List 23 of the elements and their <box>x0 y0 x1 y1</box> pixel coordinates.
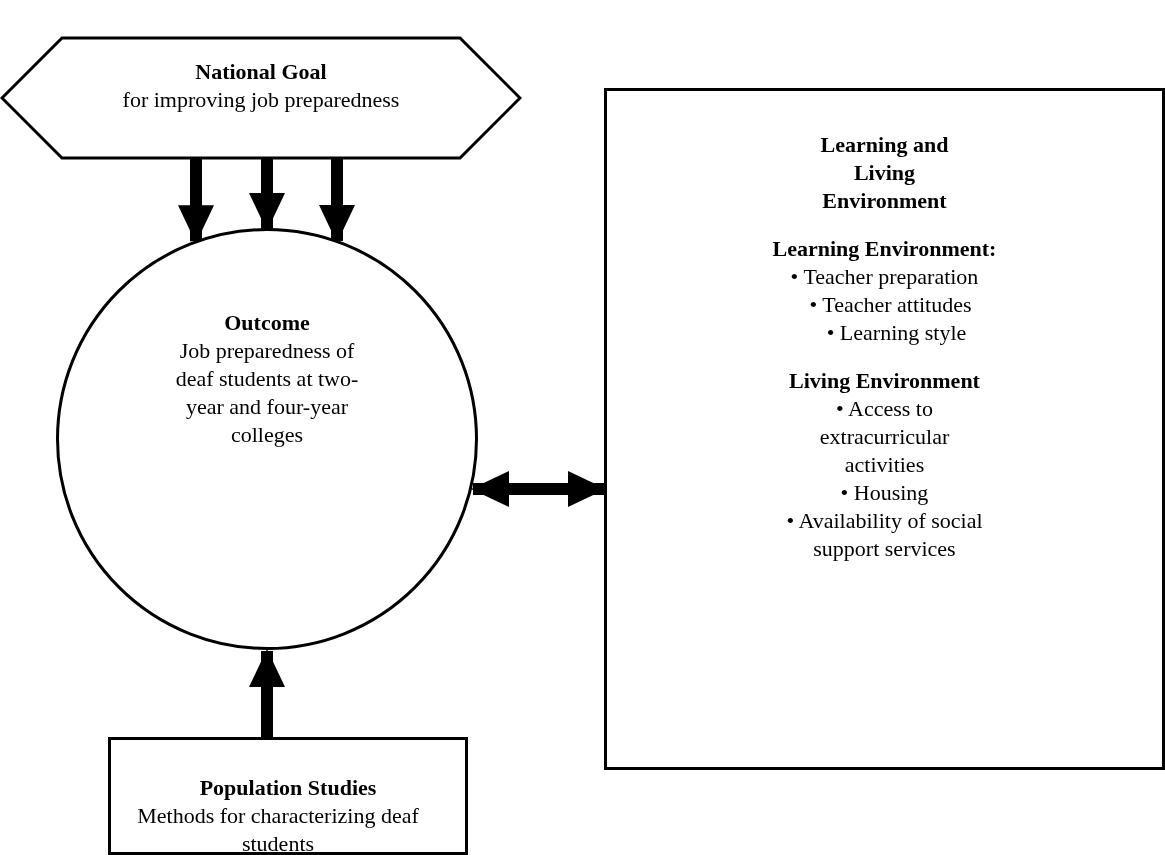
arrow <box>319 158 355 243</box>
body-text: for improving job preparedness <box>121 86 401 114</box>
heading-text: Outcome <box>223 309 311 337</box>
environment-box <box>604 88 1165 770</box>
bullet-item: • Availability of social support services <box>785 507 984 563</box>
arrow <box>178 158 214 244</box>
bullet-item: • Teacher preparation <box>789 263 980 291</box>
heading-text: Learning and Living Environment <box>819 131 950 215</box>
heading-text: National Goal <box>194 58 328 86</box>
double-arrow <box>471 471 606 507</box>
goal-hexagon <box>0 36 522 160</box>
bullet-item: • Access to extracurricular activities <box>818 395 951 479</box>
body-text: Methods for characterizing deaf students <box>136 802 420 855</box>
bullet-item: • Learning style <box>825 319 968 347</box>
population-box <box>108 737 468 855</box>
bullet-item: • Housing <box>839 479 930 507</box>
bullet-item: • Teacher attitudes <box>808 291 973 319</box>
heading-text: Living Environment <box>788 367 981 395</box>
body-text: Job preparedness of deaf students at two-year and four-year colleges <box>174 337 360 449</box>
heading-text: Learning Environment: <box>771 235 998 263</box>
arrow <box>249 649 285 737</box>
heading-text: Population Studies <box>198 774 378 802</box>
arrow <box>249 158 285 231</box>
